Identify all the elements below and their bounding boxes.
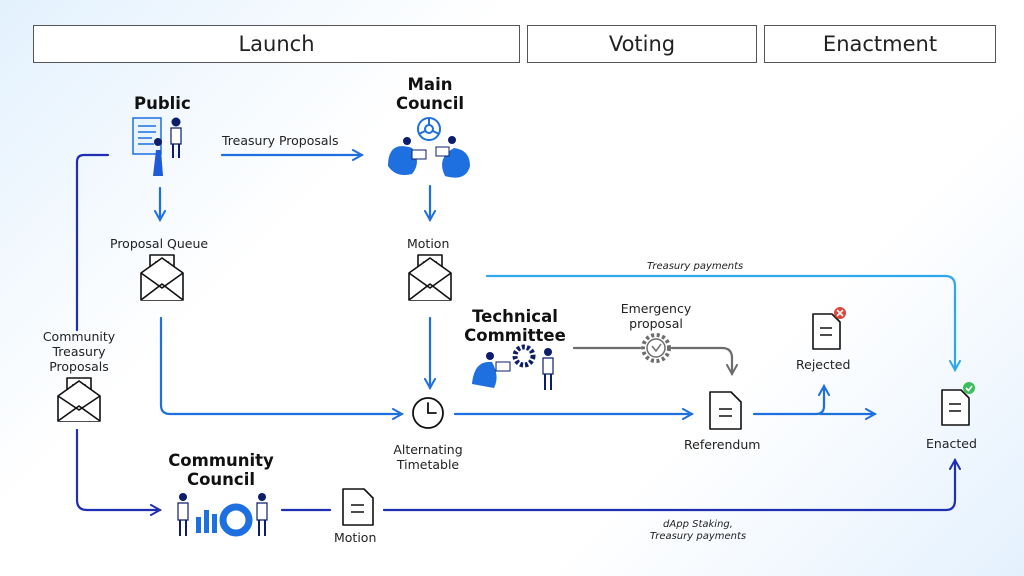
node-council-motion: Motion [334, 530, 377, 545]
technical-line-1: Technical [472, 307, 558, 326]
proposal-queue-envelope-icon [140, 254, 184, 301]
community-proposals-line-2: Treasury [52, 344, 106, 359]
rejected-document-icon [812, 313, 841, 350]
main-council-icon [388, 117, 470, 178]
node-public: Public [134, 94, 191, 113]
dapp-line-2: Treasury payments [649, 531, 747, 542]
main-council-line-2: Council [395, 93, 465, 113]
timetable-line-1: Alternating [393, 442, 463, 457]
node-enacted: Enacted [926, 436, 977, 451]
node-main-council: Main Council [394, 75, 466, 114]
edge-community-council [75, 428, 160, 510]
enacted-document-icon [941, 389, 970, 426]
council-motion-document-icon [342, 488, 374, 526]
edge-label-treasury-proposals: Treasury Proposals [222, 133, 339, 148]
community-council-icon [177, 493, 268, 537]
edge-dapp-staking [382, 460, 955, 512]
node-referendum: Referendum [684, 437, 761, 452]
timetable-line-2: Timetable [396, 457, 460, 472]
emergency-gear-icon [641, 333, 671, 363]
phase-enactment: Enactment [764, 25, 996, 63]
community-proposals-line-1: Community [42, 329, 116, 344]
phase-launch: Launch [33, 25, 520, 63]
emergency-line-1: Emergency [620, 301, 692, 316]
public-people-icon [132, 117, 182, 176]
edge-label-dapp-staking: dApp Staking, Treasury payments [640, 519, 756, 543]
reject-x-icon [834, 307, 846, 319]
technical-committee-icon [472, 344, 554, 390]
community-proposals-envelope-icon [57, 377, 101, 422]
phase-voting: Voting [527, 25, 757, 63]
clock-icon [412, 397, 444, 429]
node-technical-committee: Technical Committee [460, 307, 570, 346]
enacted-check-icon [963, 382, 975, 394]
community-proposals-line-3: Proposals [49, 359, 109, 374]
community-council-line-1: Community [168, 451, 274, 470]
technical-line-2: Committee [464, 325, 566, 345]
node-motion: Motion [407, 236, 450, 251]
main-council-line-1: Main [407, 75, 453, 94]
node-alternating-timetable: Alternating Timetable [388, 442, 468, 472]
node-rejected: Rejected [796, 357, 851, 372]
referendum-document-icon [709, 391, 742, 430]
edge-referendum-rejected [752, 386, 824, 416]
node-community-council: Community Council [163, 451, 279, 490]
edge-emergency-referendum [670, 346, 732, 374]
edge-label-treasury-payments: Treasury payments [647, 261, 744, 272]
edge-treasury-payments [485, 274, 955, 370]
emergency-line-2: proposal [629, 316, 683, 331]
node-community-treasury-proposals: Community Treasury Proposals [38, 329, 120, 374]
node-emergency-proposal: Emergency proposal [614, 301, 698, 331]
edge-queue-timetable [159, 316, 402, 414]
edge-public-community [75, 153, 110, 332]
motion-envelope-icon [408, 254, 452, 301]
dapp-line-1: dApp Staking, [663, 519, 733, 530]
community-council-line-2: Council [186, 469, 256, 489]
node-proposal-queue: Proposal Queue [110, 236, 209, 251]
